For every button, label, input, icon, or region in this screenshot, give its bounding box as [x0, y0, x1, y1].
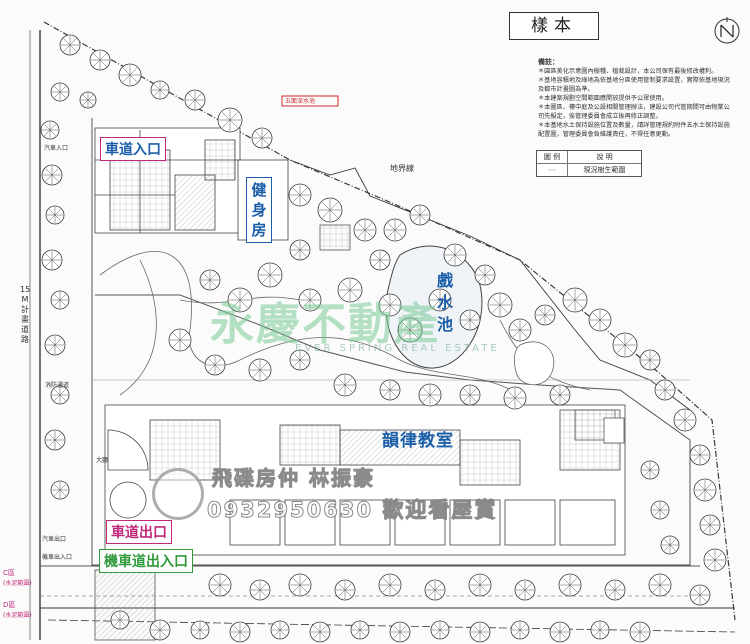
- c-zone-note: (水泥範圍): [3, 580, 32, 587]
- c-zone-label: C區: [3, 569, 15, 577]
- legend-symbol-icon: ⋯: [537, 164, 568, 176]
- water-garden-label: 五面深水池: [285, 98, 316, 105]
- pool-annotation: 戲水池: [436, 271, 453, 334]
- phone-watermark: 0932950630 歡迎看屋賞: [206, 498, 498, 523]
- notes-line: 及都市計畫圖為準。: [538, 86, 594, 93]
- legend-header-desc: 說 明: [596, 153, 613, 161]
- notes-title: 備註：: [538, 58, 559, 66]
- notes-line: ＊本建案規劃空間範圍應開放提供予公眾使用。: [538, 95, 668, 102]
- notes-block: 備註： ＊園區美化示意圖內樹種、植栽設計，本公司保有最後修改權利。 ＊基地容積地…: [538, 58, 743, 139]
- notes-line: ＊本圖區、樓中庭及公設相關管理辦法，建設公司代管期間可由物業公: [538, 104, 730, 111]
- boundary-label: 地界線: [390, 164, 414, 173]
- gym-annotation: 健身房: [246, 177, 272, 243]
- notes-line: ＊本基地水土保持設施位置及數量，請詳管理規約附件五水土保持設施: [538, 122, 730, 129]
- notes-line: 配置圖，管理委員會負維護責任，不得任意更動。: [538, 131, 675, 138]
- legend-item: 現況樹生範圍: [583, 166, 626, 174]
- side-path-label: 消防通道: [45, 382, 70, 389]
- legend-header-symbol: 圖 例: [537, 151, 568, 163]
- north-building: [94, 127, 289, 241]
- pavilions: [319, 224, 625, 444]
- sample-stamp: 樣本: [509, 12, 599, 40]
- notes-line: 司先擬定，俟管理委員會成立後再修正調整。: [538, 113, 662, 120]
- brand-watermark-en: EVER SPRING REAL ESTATE: [295, 343, 500, 354]
- agent-logo-icon: [152, 468, 204, 520]
- scooter-ramp-annotation: 機車道出入口: [99, 549, 193, 573]
- agent-watermark: 飛碟房仲 林振豪: [212, 466, 375, 491]
- north-arrow-icon: [714, 17, 740, 44]
- notes-line: ＊基地容積地及綠地為依基地分區使用管制要求設置，實際依基地現況: [538, 77, 730, 84]
- car-entrance-annotation: 車道入口: [100, 137, 166, 161]
- car-exit-annotation: 車道出口: [106, 520, 172, 544]
- brand-watermark: 永慶不動產: [210, 299, 440, 350]
- driveway: [40, 565, 700, 641]
- scooter-exit-label: 機車出入口: [42, 554, 73, 561]
- motor-exit-label: 汽車出口: [42, 536, 67, 543]
- notes-line: ＊園區美化示意圖內樹種、植栽設計，本公司保有最後修改權利。: [538, 68, 718, 75]
- d-zone-note: (水泥範圍): [3, 612, 32, 619]
- d-zone-label: D區: [3, 601, 16, 609]
- lobby-label: 大廳: [96, 457, 109, 464]
- car-entry-small-label: 汽車入口: [44, 145, 69, 152]
- tree-symbols: [40, 34, 727, 643]
- legend-table: 圖 例 說 明 ⋯ 現況樹生範圍: [536, 150, 642, 177]
- property-boundary: [29, 21, 736, 640]
- red-marker: [281, 95, 339, 107]
- rhythm-room-annotation: 韻律教室: [382, 431, 454, 451]
